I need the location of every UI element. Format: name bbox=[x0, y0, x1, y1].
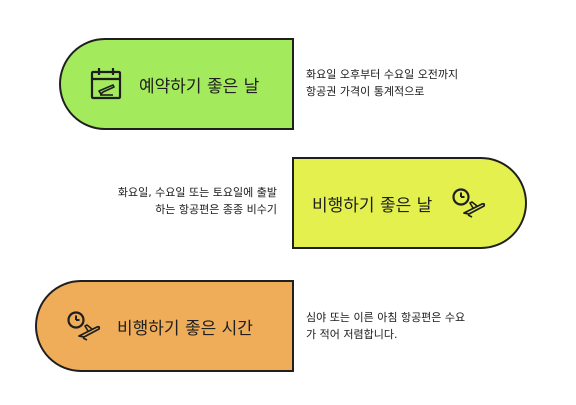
flight-time-label: 비행하기 좋은 시간 bbox=[117, 318, 253, 339]
description-line: 하는 항공편은 종종 비수기 bbox=[155, 203, 277, 216]
booking-day-description: 화요일 오후부터 수요일 오전까지 항공권 가격이 통계적으로 bbox=[306, 66, 458, 100]
flight-time-box: 비행하기 좋은 시간 bbox=[35, 280, 294, 372]
flight-time-description: 심야 또는 이른 아침 항공편은 수요 가 적어 저렴합니다. bbox=[306, 309, 465, 343]
flight-day-description: 화요일, 수요일 또는 토요일에 출발 하는 항공편은 종종 비수기 bbox=[20, 184, 277, 218]
description-line: 화요일, 수요일 또는 토요일에 출발 bbox=[117, 186, 277, 199]
description-line: 화요일 오후부터 수요일 오전까지 bbox=[306, 68, 459, 81]
clock-plane-icon bbox=[450, 186, 488, 220]
booking-day-label: 예약하기 좋은 날 bbox=[139, 76, 260, 97]
flight-day-label: 비행하기 좋은 날 bbox=[312, 195, 433, 216]
description-line: 항공권 가격이 통계적으로 bbox=[306, 85, 425, 98]
calendar-plane-icon bbox=[89, 67, 125, 101]
clock-plane-icon bbox=[65, 309, 103, 343]
flight-day-box: 비행하기 좋은 날 bbox=[292, 157, 527, 249]
description-line: 심야 또는 이른 아침 항공편은 수요 bbox=[306, 311, 466, 324]
booking-day-box: 예약하기 좋은 날 bbox=[59, 38, 294, 130]
description-line: 가 적어 저렴합니다. bbox=[306, 328, 398, 341]
